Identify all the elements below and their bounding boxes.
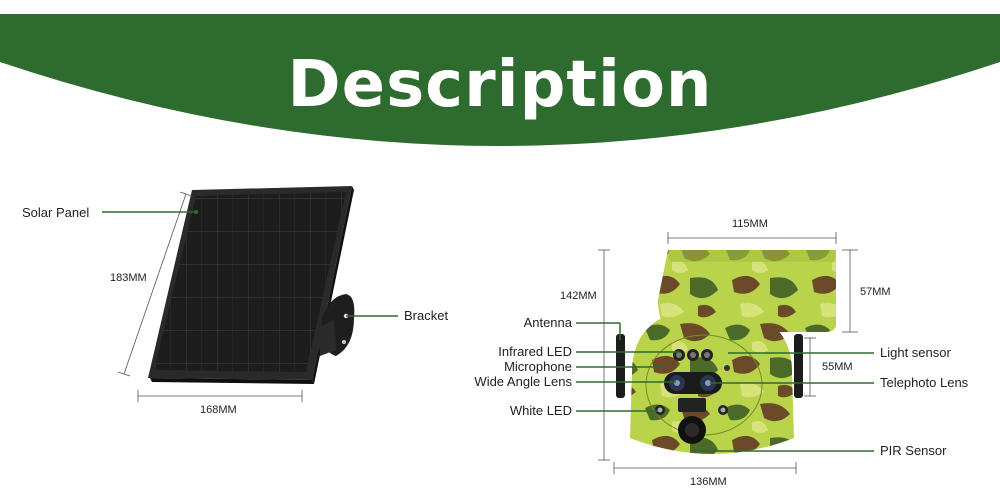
- infrared-led-label: Infrared LED: [498, 344, 572, 359]
- camera-total-height-dim: 142MM: [560, 290, 597, 302]
- camera-bottom-width-dim: 136MM: [690, 476, 727, 488]
- camera-top-height-dim: 57MM: [860, 286, 891, 298]
- camera-lens-height-dim: 55MM: [822, 361, 853, 373]
- camera-top-width-dim: 115MM: [732, 218, 768, 230]
- page-title: Description: [287, 48, 713, 122]
- solar-panel-label: Solar Panel: [22, 205, 90, 220]
- panel-height-dim: 183MM: [110, 272, 147, 284]
- panel-width-dim: 168MM: [200, 404, 237, 416]
- telephoto-lens-label: Telephoto Lens: [880, 375, 969, 390]
- pir-sensor-label: PIR Sensor: [880, 443, 947, 458]
- light-sensor-label: Light sensor: [880, 345, 951, 360]
- antenna-label: Antenna: [523, 315, 572, 330]
- microphone-label: Microphone: [504, 359, 572, 374]
- wide-angle-lens-label: Wide Angle Lens: [474, 374, 572, 389]
- bracket-label: Bracket: [404, 308, 449, 323]
- white-led-label: White LED: [509, 403, 572, 418]
- solar-panel-illustration: [148, 186, 354, 384]
